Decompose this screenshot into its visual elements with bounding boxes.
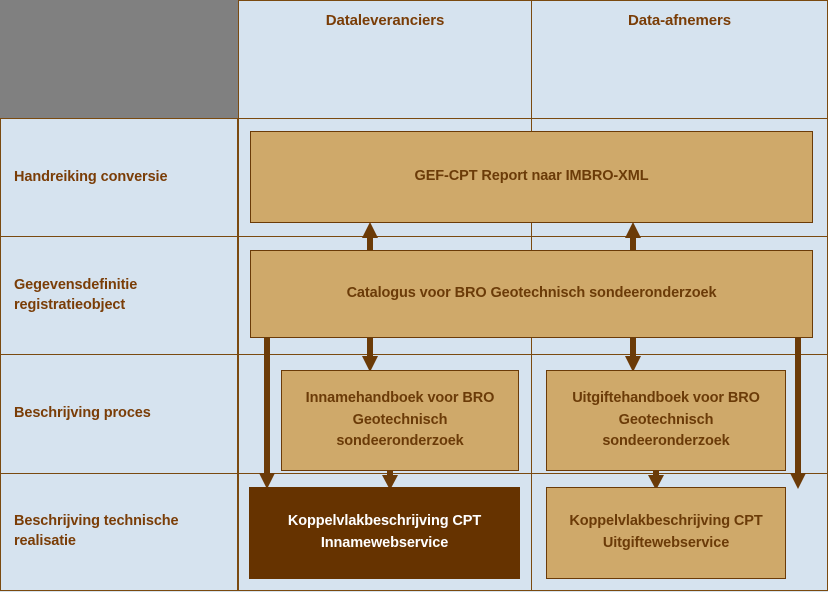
- row-label-handreiking-conversie: Handreiking conversie: [0, 118, 238, 237]
- row-label-gegevensdefinitie-registratieobject: Gegevensdefinitie registratieobject: [0, 236, 238, 355]
- column-header-label: Dataleveranciers: [325, 12, 445, 29]
- box-innamehandboek[interactable]: Innamehandboek voor BRO Geotechnisch son…: [281, 370, 519, 471]
- box-label: Innamehandboek voor BRO Geotechnisch son…: [305, 389, 495, 450]
- arrow-down-innamehandboek-to-koppelvlak-inname: [381, 468, 399, 490]
- row-label-beschrijving-technische-realisatie: Beschrijving technische realisatie: [0, 473, 238, 591]
- column-header-dataleveranciers: Dataleveranciers: [238, 0, 532, 119]
- column-header-cell-dataleveranciers: [238, 0, 532, 119]
- box-koppelvlak-uitgifte[interactable]: Koppelvlakbeschrijving CPT Uitgiftewebse…: [546, 487, 786, 579]
- corner-block: [0, 0, 238, 119]
- row-label-cell-beschrijving-technische-realisatie: [0, 473, 238, 591]
- row-label-beschrijving-proces: Beschrijving proces: [0, 354, 238, 474]
- row-label-cell-gegevensdefinitie: [0, 236, 238, 355]
- box-uitgiftehandboek[interactable]: Uitgiftehandboek voor BRO Geotechnisch s…: [546, 370, 786, 471]
- box-label: Koppelvlakbeschrijving CPT Uitgiftewebse…: [569, 513, 763, 551]
- row-label-text: Beschrijving technische realisatie: [14, 513, 179, 549]
- row-label-cell-beschrijving-proces: [0, 354, 238, 474]
- column-header-data-afnemers: Data-afnemers: [531, 0, 828, 119]
- box-label: Uitgiftehandboek voor BRO Geotechnisch s…: [572, 389, 760, 450]
- box-gef-cpt-report[interactable]: GEF-CPT Report naar IMBRO-XML: [250, 131, 813, 223]
- arrow-down-catalogus-to-koppelvlak-inname-long: [258, 336, 276, 489]
- arrow-down-catalogus-to-innamehandboek: [361, 336, 379, 372]
- row-label-text: Gegevensdefinitie registratieobject: [14, 276, 138, 313]
- row-label-text: Handreiking conversie: [14, 168, 168, 185]
- box-label: Catalogus voor BRO Geotechnisch sondeero…: [346, 285, 717, 302]
- arrow-down-catalogus-to-koppelvlak-uitgifte-long: [789, 336, 807, 489]
- column-header-cell-data-afnemers: [531, 0, 828, 119]
- box-koppelvlak-inname[interactable]: Koppelvlakbeschrijving CPT Innamewebserv…: [249, 487, 520, 579]
- box-label: GEF-CPT Report naar IMBRO-XML: [414, 168, 649, 185]
- row-label-text: Beschrijving proces: [14, 405, 151, 422]
- box-catalogus-bro[interactable]: Catalogus voor BRO Geotechnisch sondeero…: [250, 250, 813, 338]
- arrow-up-catalogus-to-gefcpt-right: [624, 222, 642, 255]
- box-label: Koppelvlakbeschrijving CPT Innamewebserv…: [287, 513, 482, 551]
- column-header-label: Data-afnemers: [628, 12, 731, 29]
- arrow-down-catalogus-to-uitgiftehandboek: [624, 336, 642, 372]
- arrow-up-catalogus-to-gefcpt-left: [361, 222, 379, 255]
- arrow-down-uitgiftehandboek-to-koppelvlak-uitgifte: [647, 468, 665, 490]
